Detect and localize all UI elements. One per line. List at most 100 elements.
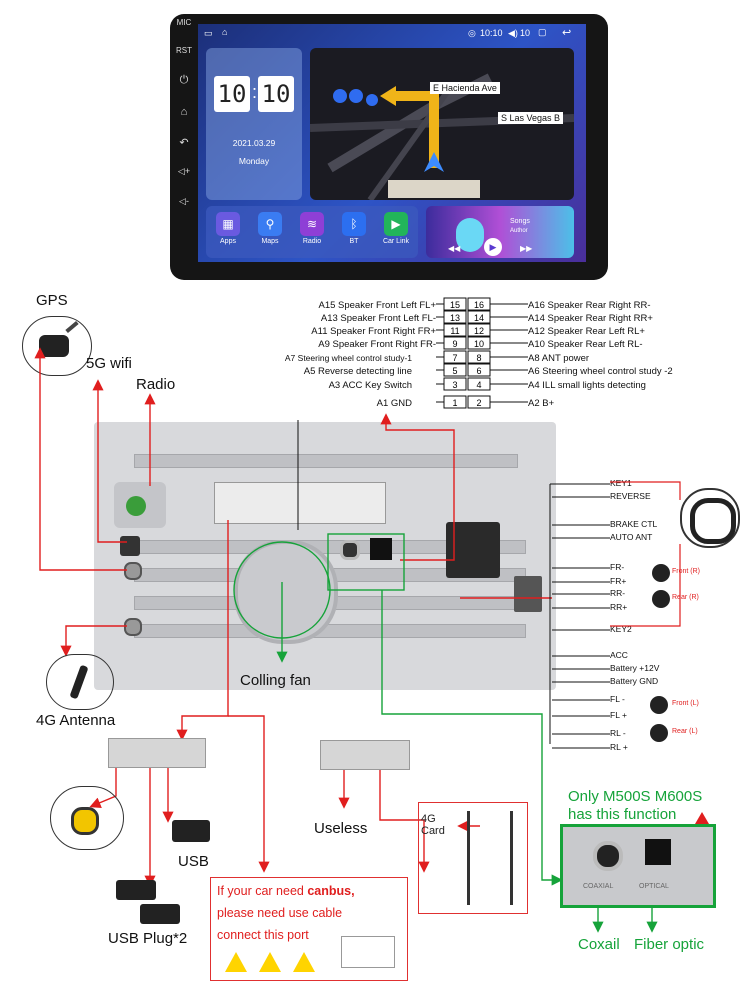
- 4g-card-box: 4G Card: [418, 802, 528, 914]
- app-radio[interactable]: ≋Radio: [292, 212, 332, 245]
- pin-left-1: A13 Speaker Front Left FL-: [256, 313, 436, 324]
- warning-icon: [259, 952, 281, 972]
- pin-box: [467, 377, 491, 391]
- pin-label: ACC Key Switch: [342, 380, 412, 391]
- wire-fr-minus: FR-: [610, 562, 625, 572]
- multiwindow-icon[interactable]: ▢: [538, 27, 547, 37]
- pinout-right-labels: A16 Speaker Rear Right RR- A14 Speaker R…: [528, 298, 728, 416]
- pin-number: 8: [476, 353, 481, 363]
- pin-box: [467, 350, 491, 364]
- app-apps-label: Apps: [220, 238, 236, 245]
- reset-button[interactable]: RST: [176, 46, 192, 55]
- harness-plug: [514, 576, 542, 612]
- useless-label: Useless: [314, 820, 368, 837]
- pin-box: [443, 336, 467, 350]
- location-icon: ◎: [468, 28, 476, 38]
- canbus-connector-port: [214, 482, 386, 524]
- head-unit-screen: ▭ ⌂ ◎ 10:10 ◀) 10 ▢ ↩ 10 : 10 2021.03.29…: [198, 24, 586, 262]
- only-models-line2: has this function: [568, 806, 677, 823]
- back-button[interactable]: ↶: [179, 137, 189, 149]
- app-apps[interactable]: ▦Apps: [208, 212, 248, 245]
- wire-fr-plus: FR+: [610, 576, 627, 586]
- pin-left-6: A3 ACC Key Switch: [232, 380, 412, 391]
- optical-socket: [370, 538, 392, 560]
- app-radio-label: Radio: [302, 238, 322, 245]
- fiber-optic-label: Fiber optic: [634, 936, 705, 953]
- canbus-keyword: canbus,: [307, 884, 355, 898]
- gps-antenna-socket: [124, 562, 142, 580]
- pin-number: 10: [474, 339, 484, 349]
- pin-box: [467, 297, 491, 311]
- volume-down-button[interactable]: ◁-: [179, 196, 189, 206]
- front-r-label: Front (R): [672, 568, 700, 575]
- pin-code: A7: [284, 353, 296, 363]
- pin-box: [443, 350, 467, 364]
- return-icon[interactable]: ↩: [562, 27, 572, 39]
- navigation-map[interactable]: E Hacienda Ave S Las Vegas B: [310, 48, 574, 200]
- pin-right-4: A8 ANT power: [528, 353, 589, 364]
- back-panel: [94, 422, 556, 690]
- pin-label: ILL small lights detecting: [542, 380, 646, 391]
- play-icon[interactable]: ▶: [484, 238, 502, 256]
- wire-brake: BRAKE CTL: [610, 519, 658, 529]
- status-time: 10:10: [480, 28, 503, 38]
- wire-key1: KEY1: [610, 478, 632, 488]
- app-maps[interactable]: ⚲Maps: [250, 212, 290, 245]
- pin-label: Steering wheel control study -2: [542, 366, 673, 377]
- pin-box: [467, 395, 491, 409]
- song-artist: Author: [510, 228, 528, 234]
- pin-code: A4: [528, 380, 540, 391]
- volume-icon: ◀): [508, 28, 518, 38]
- mic-label: MIC: [176, 18, 192, 27]
- power-button[interactable]: ⏻: [179, 74, 189, 86]
- warning-icon: [225, 952, 247, 972]
- clock-widget[interactable]: 10 : 10 2021.03.29 Monday: [206, 48, 302, 200]
- pin-label: Speaker Rear Left RL-: [547, 339, 643, 350]
- pin-box: [467, 323, 491, 337]
- pin-box: [443, 395, 467, 409]
- weekday-text: Monday: [238, 156, 270, 166]
- window-icon[interactable]: ▭: [204, 28, 213, 38]
- pin-right-7: A2 B+: [528, 398, 554, 409]
- music-widget[interactable]: Songs Author ◀◀ ▶ ▶▶: [426, 206, 574, 258]
- pin-number: 11: [450, 326, 459, 336]
- home-button[interactable]: ⌂: [180, 106, 188, 118]
- gps-antenna-image: [22, 316, 92, 376]
- pin-box: [443, 297, 467, 311]
- clock-colon: :: [252, 82, 258, 102]
- home-icon[interactable]: ⌂: [222, 27, 228, 37]
- pin-code: A12: [528, 326, 545, 337]
- pin-right-2: A12 Speaker Rear Left RL+: [528, 326, 645, 337]
- pin-left-0: A15 Speaker Front Left FL+: [256, 300, 436, 311]
- front-l-label: Front (L): [672, 700, 699, 707]
- prev-track-icon[interactable]: ◀◀: [448, 244, 461, 253]
- canbus-note-line2: please need use cable: [217, 906, 343, 920]
- pin-right-0: A16 Speaker Rear Right RR-: [528, 300, 651, 311]
- pin-label: Speaker Front Left FL-: [340, 313, 436, 324]
- canbus-note-line1: If your car need canbus,: [217, 884, 355, 898]
- app-maps-label: Maps: [261, 238, 279, 245]
- pinout-left-labels: A15 Speaker Front Left FL+ A13 Speaker F…: [256, 298, 440, 416]
- clock-hours: 10: [214, 76, 250, 112]
- pin-code: A15: [318, 300, 336, 311]
- coaxial-closeup-socket: [593, 841, 623, 871]
- canbus-note-text: If your car need: [217, 884, 308, 898]
- 4g-antenna-image: [46, 654, 114, 710]
- optical-closeup-socket: [645, 839, 671, 865]
- next-track-icon[interactable]: ▶▶: [520, 244, 533, 253]
- pin-right-6: A4 ILL small lights detecting: [528, 380, 646, 391]
- m500s-port-closeup: COAXIAL OPTICAL: [560, 824, 716, 908]
- wire-fl-minus: FL -: [610, 694, 625, 704]
- street-label-las-vegas: S Las Vegas B: [498, 112, 564, 124]
- app-carlink[interactable]: ▶Car Link: [376, 212, 416, 245]
- pin-number: 9: [452, 339, 457, 349]
- pin-code: A6: [528, 366, 540, 377]
- pin-label: Speaker Rear Right RR+: [547, 313, 653, 324]
- pin-right-5: A6 Steering wheel control study -2: [528, 366, 673, 377]
- wire-auto-ant: AUTO ANT: [610, 532, 653, 542]
- canbus-note-box: If your car need canbus, please need use…: [210, 877, 408, 981]
- wire-rr-plus: RR+: [610, 602, 628, 612]
- volume-up-button[interactable]: ◁+: [177, 166, 191, 176]
